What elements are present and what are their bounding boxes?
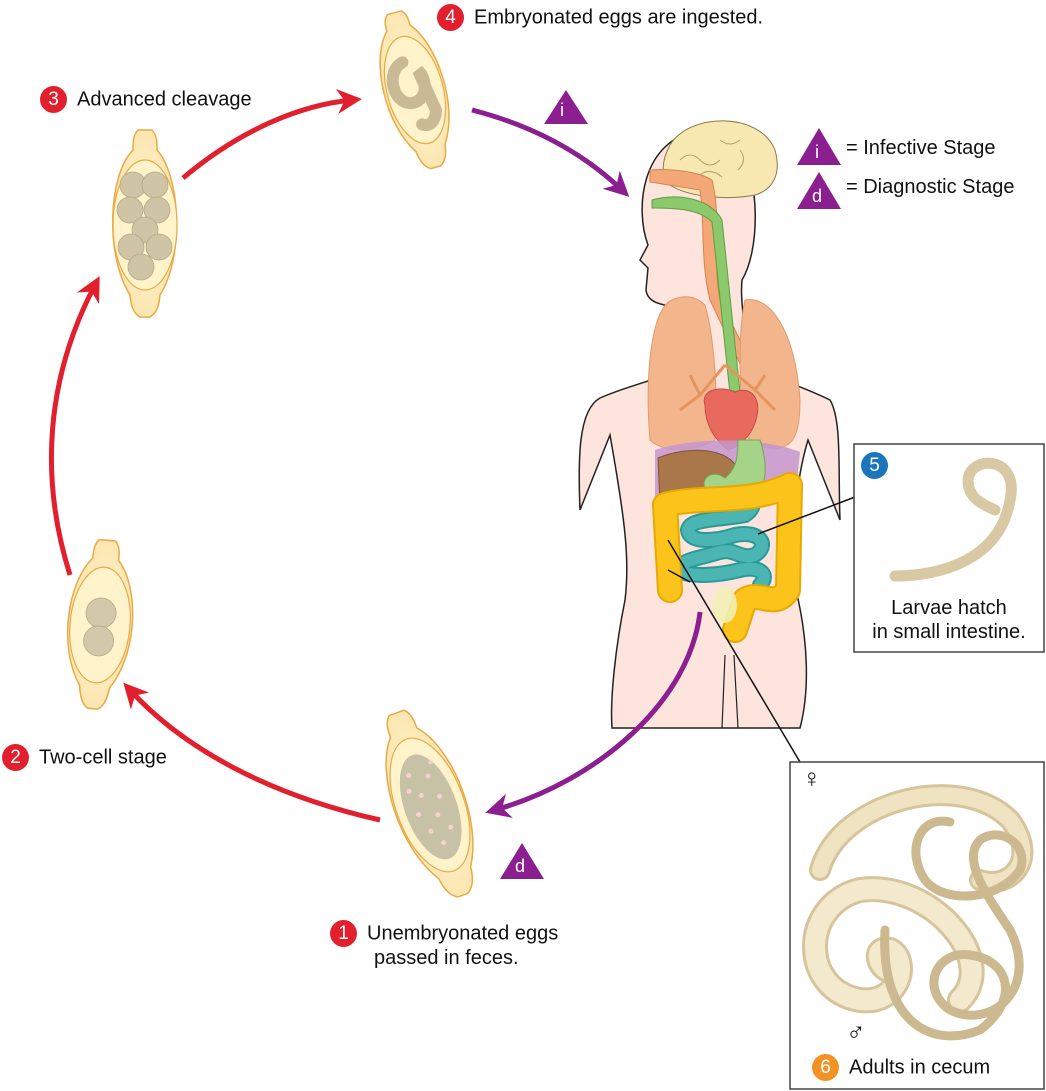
legend-infective-letter: i [815,142,819,162]
stage-6-badge: 6 [812,1054,839,1081]
stage-1-label-line2: passed in feces. [374,947,519,969]
legend-diagnostic-label: = Diagnostic Stage [846,176,1015,198]
pointer-line-adults [667,539,801,763]
diagnostic-marker-letter: d [515,856,526,876]
stage-1-badge: 1 [330,920,357,947]
human-body [578,120,841,729]
egg-embryonated [379,10,450,170]
infective-marker-letter: i [560,100,564,120]
stage-5-badge-wrap: 5 [861,452,898,479]
arrow-3-to-4 [181,88,362,180]
female-symbol: ♀ [802,763,822,793]
stage-5-badge: 5 [861,452,888,479]
legend-infective-label: = Infective Stage [846,137,996,159]
lung-left [647,296,717,450]
stage-2-badge: 2 [2,744,29,771]
arrow-feces [485,611,703,818]
infective-stage-marker [544,90,588,124]
heart [703,388,759,451]
stage-3-badge: 3 [40,86,67,113]
male-symbol: ♂ [846,1017,866,1047]
arrow-2-to-3 [48,276,100,576]
arrow-1-to-2 [123,682,381,823]
stage-4-badge: 4 [437,4,464,31]
diagnostic-stage-marker [500,843,544,879]
adult-worms [802,784,1034,1041]
egg-advanced-cleavage [111,129,178,318]
egg-unembryonated [385,709,474,898]
legend-diagnostic-icon [797,172,841,209]
pointer-line-larvae [757,496,856,535]
egg-two-cell [66,538,134,710]
stage-5-label-line2: in small intestine. [872,621,1026,643]
larva-worm [889,457,1017,582]
legend-infective-icon [797,128,841,165]
arrow-ingestion [471,107,630,197]
stage-5-label-line1: Larvae hatch [891,597,1007,619]
legend-diagnostic-letter: d [812,186,823,206]
